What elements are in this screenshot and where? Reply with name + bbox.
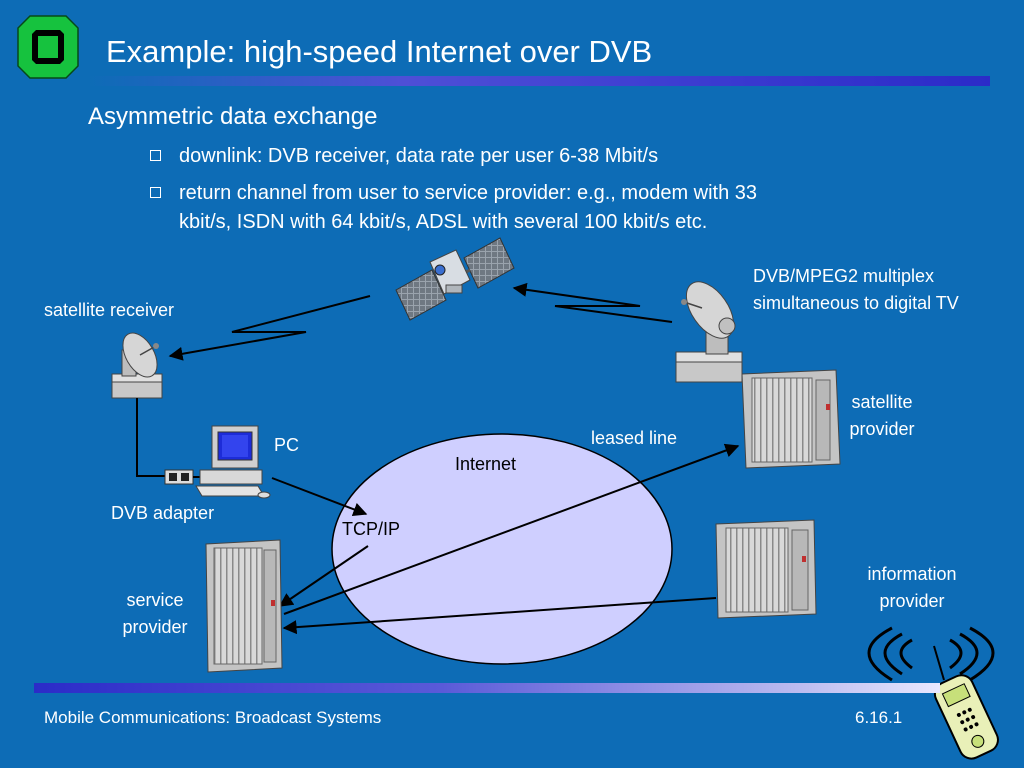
server-rack-icon	[715, 519, 817, 619]
mobile-phone-icon	[867, 626, 999, 760]
page-title: Example: high-speed Internet over DVB	[106, 34, 653, 69]
footer-bar	[34, 683, 940, 693]
footer-slide-number: 6.16.1	[855, 708, 903, 727]
label-satellite-receiver: satellite receiver	[44, 300, 175, 320]
bullet-text: downlink: DVB receiver, data rate per us…	[179, 145, 659, 167]
section-heading: Asymmetric data exchange	[88, 103, 378, 130]
label-service-provider-line2: provider	[122, 617, 188, 637]
label-tcpip: TCP/IP	[342, 519, 401, 539]
label-multiplex-line1: DVB/MPEG2 multiplex	[753, 266, 935, 286]
label-information-provider-line2: provider	[879, 591, 945, 611]
dvb-adapter-icon	[164, 469, 200, 485]
bullet-text-line1: return channel from user to service prov…	[179, 182, 758, 204]
coax-cable	[136, 398, 165, 477]
computer-icon	[195, 425, 271, 499]
label-pc: PC	[274, 435, 300, 455]
downlink-signal	[168, 295, 371, 361]
footer-course-title: Mobile Communications: Broadcast Systems	[44, 708, 382, 727]
satellite-dish-icon	[675, 281, 743, 383]
satellite-dish-icon	[111, 332, 163, 399]
bullet-square-icon	[150, 187, 161, 198]
tcpip-to-service-provider-arrow	[278, 545, 369, 607]
server-rack-icon	[741, 369, 841, 469]
label-internet: Internet	[455, 454, 517, 474]
bullet-square-icon	[150, 150, 161, 161]
server-rack-icon	[205, 539, 283, 673]
label-information-provider-line1: information	[867, 564, 957, 584]
label-dvb-adapter: DVB adapter	[111, 503, 215, 523]
info-provider-to-service-provider-arrow	[282, 597, 717, 635]
uplink-signal	[512, 282, 673, 323]
label-satellite-provider-line1: satellite	[851, 392, 913, 412]
title-underline-bar	[88, 76, 990, 86]
pc-to-internet-arrow	[271, 477, 368, 517]
label-service-provider-line1: service	[126, 590, 184, 610]
leased-line-arrow	[283, 443, 740, 615]
bullet-text-line2: kbit/s, ISDN with 64 kbit/s, ADSL with s…	[179, 211, 708, 233]
label-satellite-provider-line2: provider	[849, 419, 915, 439]
satellite-icon	[395, 237, 515, 321]
label-leased-line: leased line	[591, 428, 678, 448]
label-multiplex-line2: simultaneous to digital TV	[753, 293, 959, 313]
